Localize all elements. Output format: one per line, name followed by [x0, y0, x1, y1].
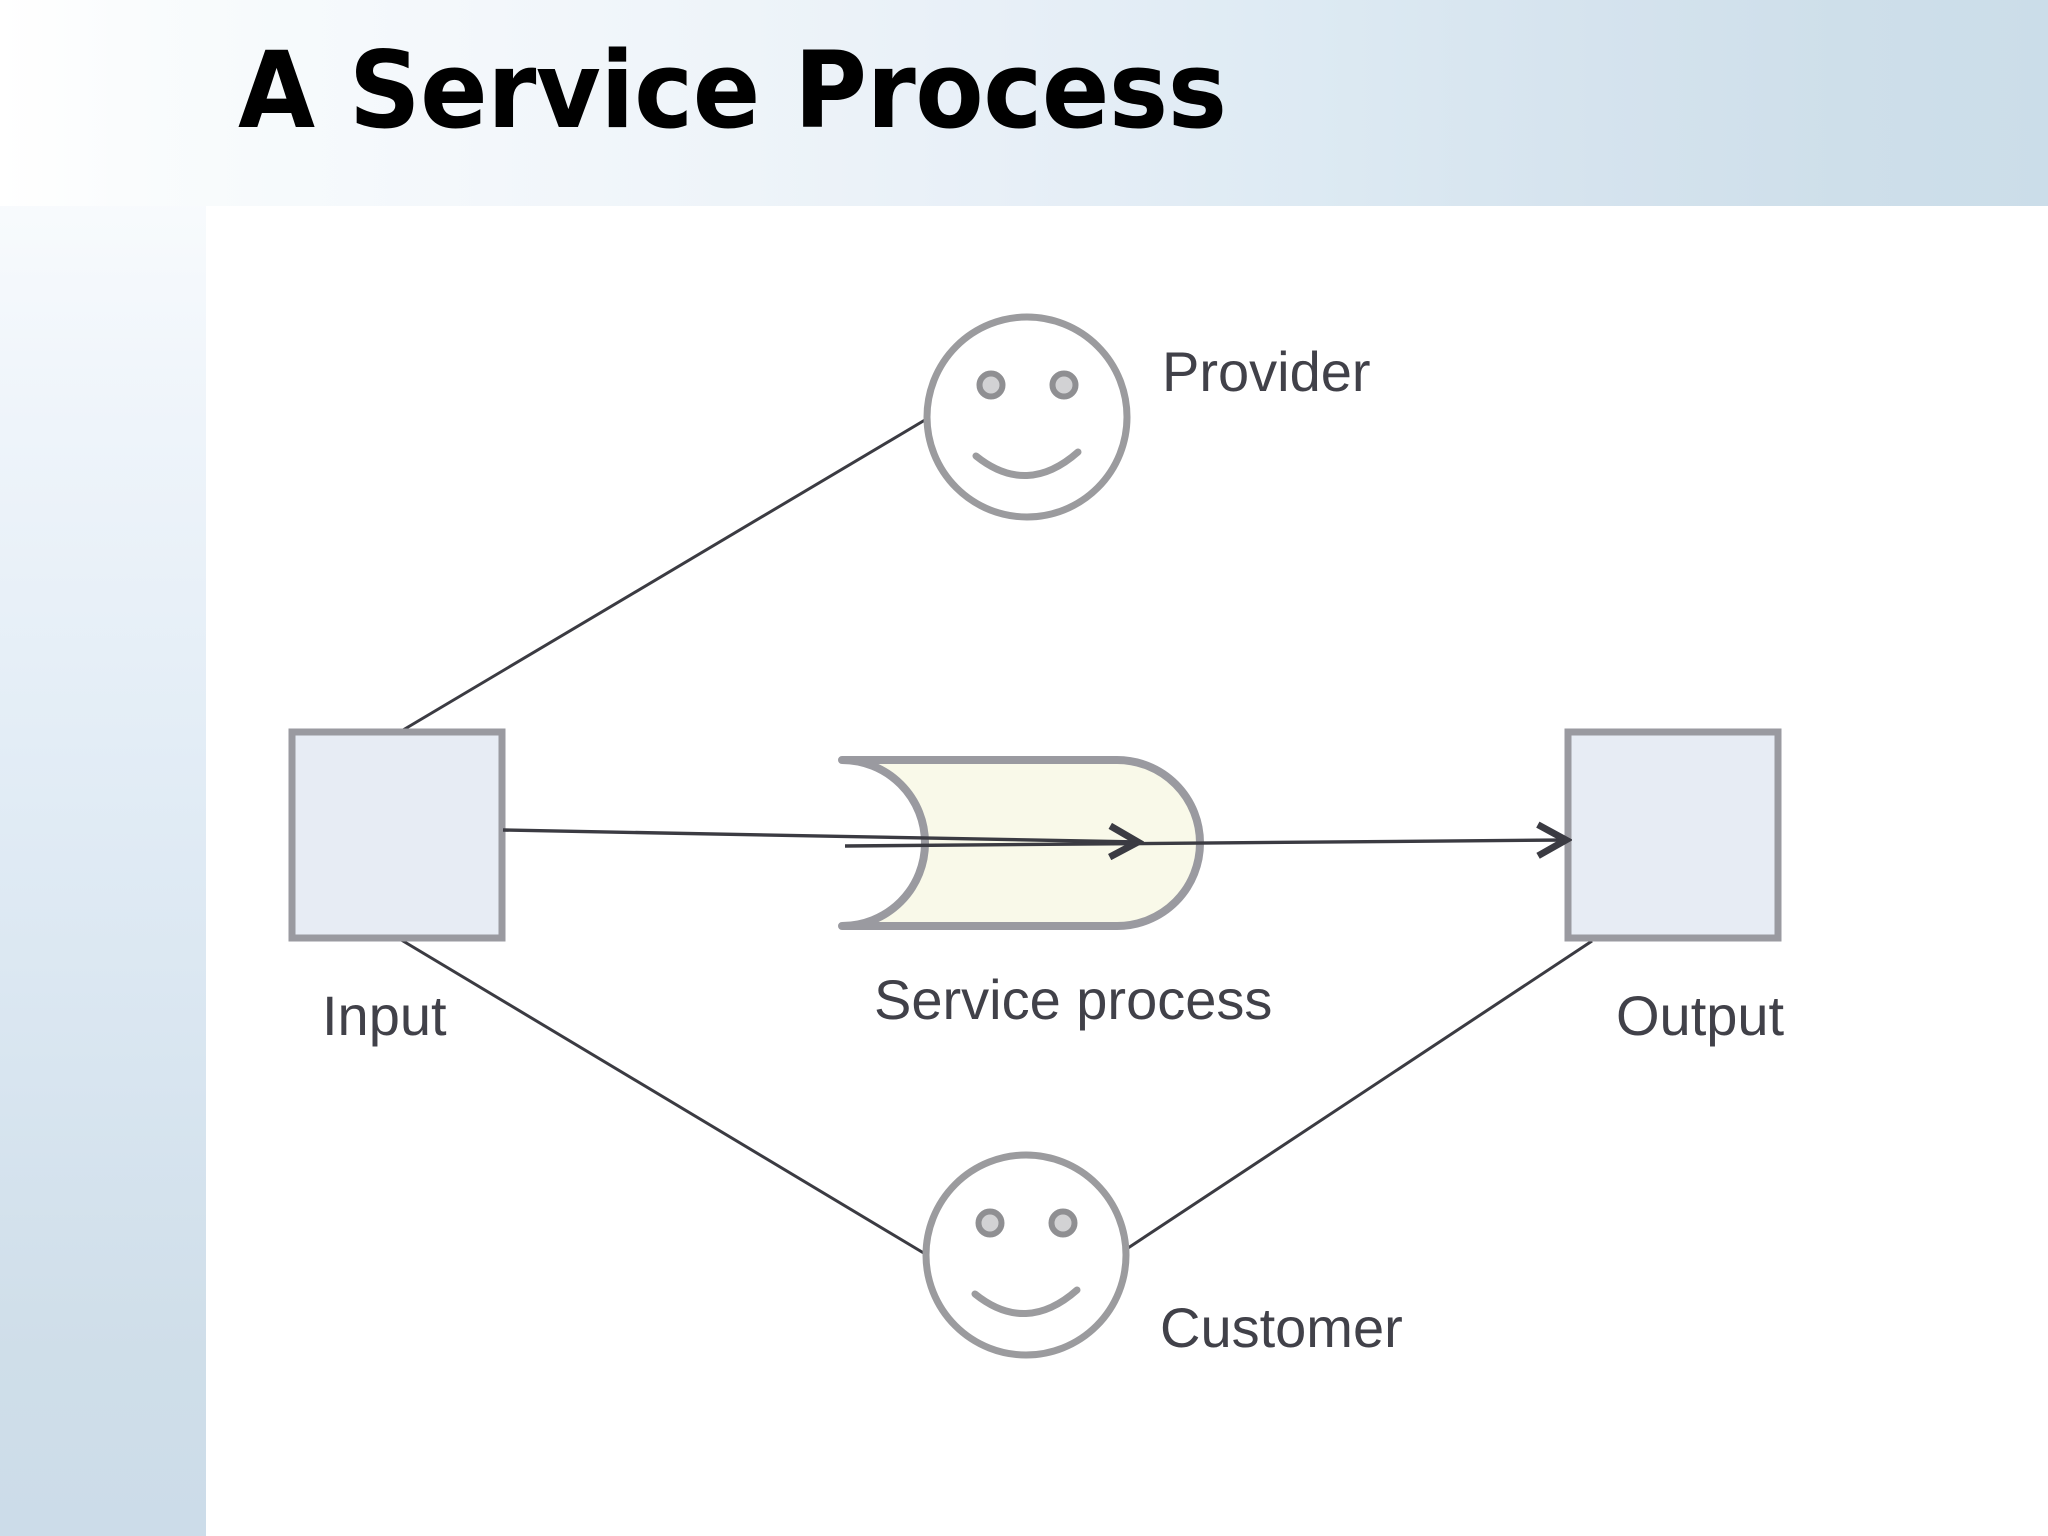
node-customer[interactable]: [922, 1151, 1130, 1359]
customer-smile-icon: [971, 1286, 1081, 1317]
page-title: A Service Process: [238, 29, 1227, 152]
arrow-process-to-output: [844, 840, 1566, 846]
provider-face-icon[interactable]: [923, 313, 1131, 521]
node-provider[interactable]: [923, 313, 1131, 521]
connector-lines: [397, 412, 1593, 1260]
output-label: Output: [1616, 984, 1785, 1047]
connector-input-to-customer: [397, 936, 933, 1260]
provider-smile-icon: [972, 448, 1082, 479]
header-gradient-band: [0, 0, 2048, 206]
input-box[interactable]: [288, 728, 506, 942]
flow-arrows: [502, 830, 1566, 846]
customer-label: Customer: [1160, 1296, 1403, 1359]
service-process-label: Service process: [874, 968, 1273, 1031]
input-label: Input: [322, 984, 447, 1047]
provider-left-eye-icon: [976, 370, 1006, 400]
node-output[interactable]: [1564, 728, 1782, 942]
provider-label: Provider: [1162, 340, 1371, 403]
customer-right-eye-icon: [1048, 1208, 1078, 1238]
arrow-input-to-process: [502, 830, 1138, 842]
customer-left-eye-icon: [975, 1208, 1005, 1238]
connector-input-to-provider: [397, 412, 936, 735]
connector-customer-to-output: [1121, 939, 1593, 1254]
output-box[interactable]: [1564, 728, 1782, 942]
left-gradient-band: [0, 0, 206, 1536]
provider-right-eye-icon: [1049, 370, 1079, 400]
node-input[interactable]: [288, 728, 506, 942]
customer-face-icon[interactable]: [922, 1151, 1130, 1359]
